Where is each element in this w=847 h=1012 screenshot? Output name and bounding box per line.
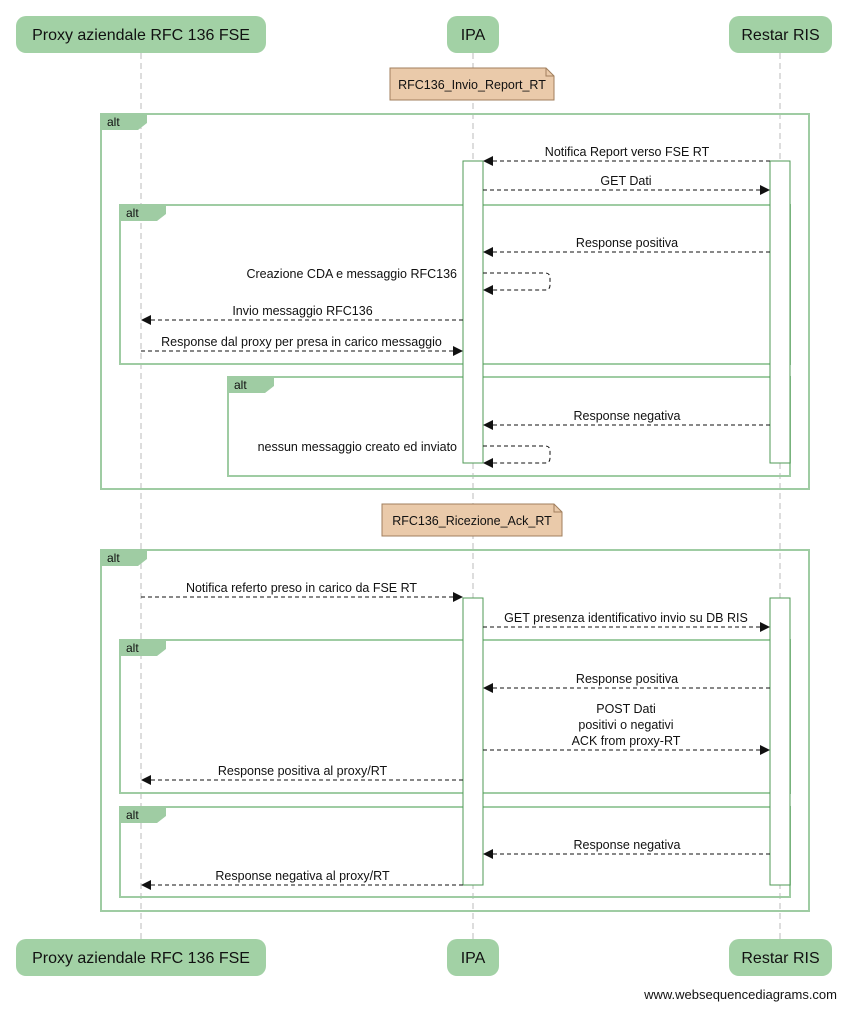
message-label: Response negativa bbox=[573, 838, 680, 852]
activation-bar bbox=[769, 597, 791, 886]
actor-label-ris-top: Restar RIS bbox=[741, 27, 819, 44]
alt-frame-label: alt bbox=[234, 378, 247, 392]
actor-box-ipa-top bbox=[447, 16, 499, 53]
actor-label-proxy-bottom: Proxy aziendale RFC 136 FSE bbox=[32, 950, 250, 967]
alt-frame-label: alt bbox=[126, 808, 139, 822]
message-label: Response positiva al proxy/RT bbox=[218, 764, 388, 778]
alt-frame-label: alt bbox=[107, 551, 120, 565]
message-label: GET presenza identificativo invio su DB … bbox=[504, 611, 748, 625]
note-label: RFC136_Invio_Report_RT bbox=[398, 78, 546, 92]
message-label: Creazione CDA e messaggio RFC136 bbox=[246, 267, 457, 281]
alt-frame bbox=[100, 113, 810, 490]
alt-frame bbox=[227, 376, 791, 477]
alt-frame-label: alt bbox=[126, 641, 139, 655]
actor-box-proxy-bottom bbox=[16, 939, 266, 976]
message-label: Notifica Report verso FSE RT bbox=[545, 145, 710, 159]
alt-frame bbox=[119, 806, 791, 898]
note-box bbox=[389, 67, 555, 101]
note-fold bbox=[545, 68, 554, 77]
activation-bar bbox=[462, 597, 484, 886]
message-label: ACK from proxy-RT bbox=[572, 734, 681, 748]
message-label: nessun messaggio creato ed inviato bbox=[258, 440, 457, 454]
message-label: Response positiva bbox=[576, 236, 678, 250]
alt-frame-tab bbox=[120, 807, 166, 823]
alt-frame-tab bbox=[101, 114, 147, 130]
actor-label-ipa-top: IPA bbox=[461, 27, 486, 44]
message-label: Invio messaggio RFC136 bbox=[232, 304, 372, 318]
activation-bar bbox=[462, 160, 484, 464]
alt-frame-tab bbox=[228, 377, 274, 393]
activation-bar bbox=[769, 160, 791, 464]
actor-label-proxy-top: Proxy aziendale RFC 136 FSE bbox=[32, 27, 250, 44]
actor-label-ris-bottom: Restar RIS bbox=[741, 950, 819, 967]
actor-box-ris-top bbox=[729, 16, 832, 53]
watermark: www.websequencediagrams.com bbox=[644, 987, 837, 1002]
alt-frame-tab bbox=[101, 550, 147, 566]
message-label: Response negativa bbox=[573, 409, 680, 423]
note-label: RFC136_Ricezione_Ack_RT bbox=[392, 514, 552, 528]
message-label: positivi o negativi bbox=[578, 718, 673, 732]
message-label: Notifica referto preso in carico da FSE … bbox=[186, 581, 417, 595]
alt-frame-label: alt bbox=[107, 115, 120, 129]
message-label: GET Dati bbox=[600, 174, 651, 188]
message-label: POST Dati bbox=[596, 702, 656, 716]
actor-label-ipa-bottom: IPA bbox=[461, 950, 486, 967]
message-label: Response negativa al proxy/RT bbox=[215, 869, 390, 883]
alt-frame-label: alt bbox=[126, 206, 139, 220]
message-label: Response dal proxy per presa in carico m… bbox=[161, 335, 442, 349]
actor-box-proxy-top bbox=[16, 16, 266, 53]
self-message-arrow bbox=[483, 272, 551, 295]
alt-frame-tab bbox=[120, 205, 166, 221]
alt-frame bbox=[100, 549, 810, 912]
alt-frame-tab bbox=[120, 640, 166, 656]
note-fold bbox=[553, 504, 562, 513]
note-box bbox=[381, 503, 563, 537]
actor-box-ipa-bottom bbox=[447, 939, 499, 976]
actor-box-ris-bottom bbox=[729, 939, 832, 976]
message-label: Response positiva bbox=[576, 672, 678, 686]
self-message-arrow bbox=[483, 445, 551, 468]
